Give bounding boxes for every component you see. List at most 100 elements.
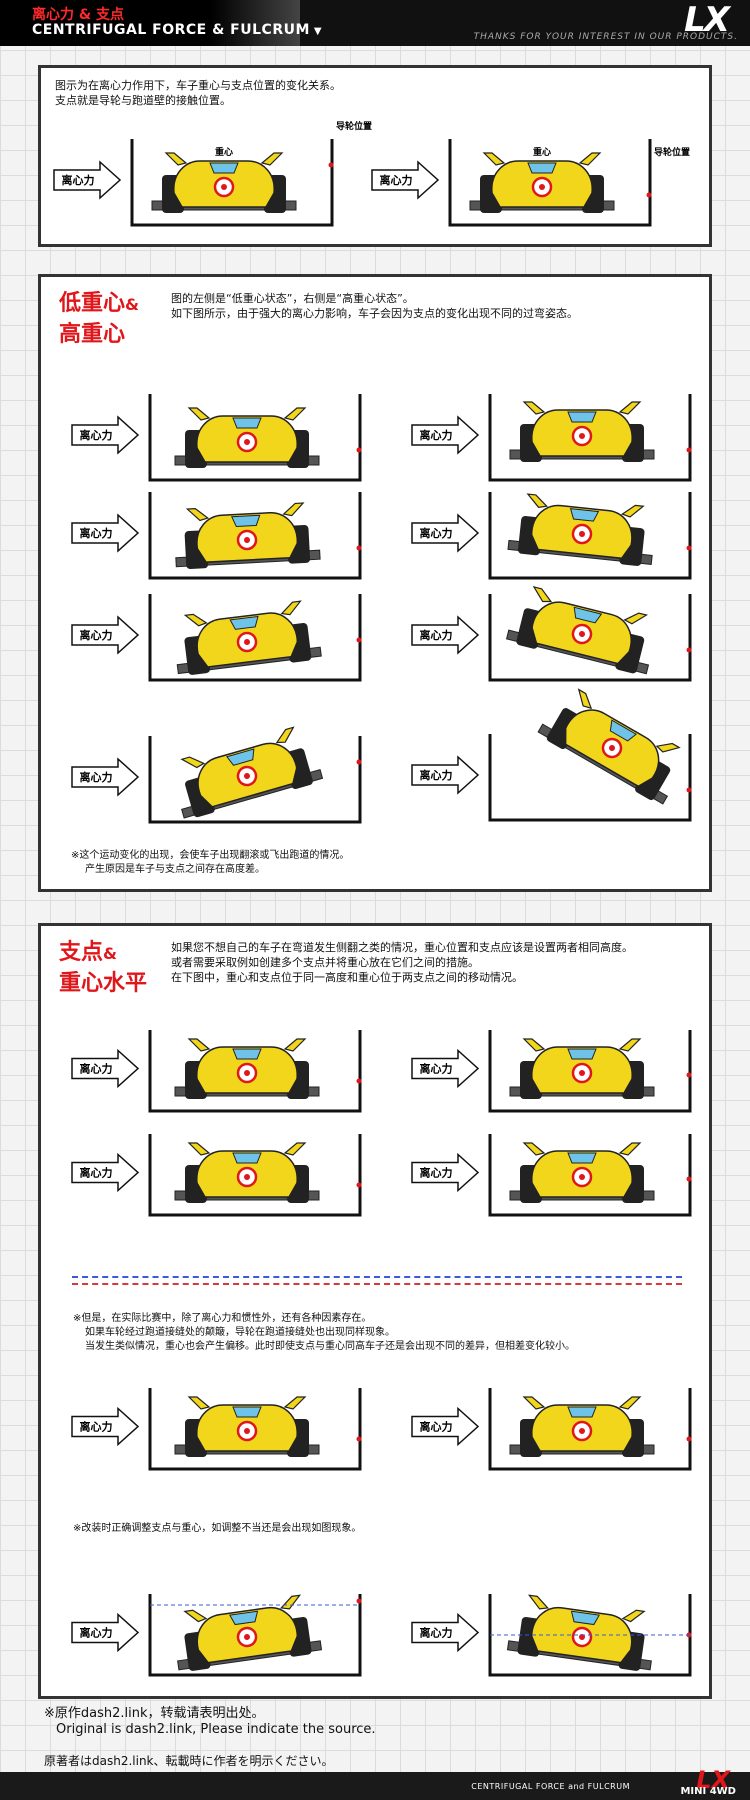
fulcrum-note-3: 当发生类似情况，重心也会产生偏移。此时即使支点与重心同高车子还是会出现不同的差异… [85,1341,575,1352]
centrifugal-diagram: 离心力 [411,688,692,822]
car-canopy [232,417,262,429]
car-wing [185,502,305,522]
force-label: 离心力 [420,1166,453,1180]
force-arrow-icon [411,513,480,553]
centrifugal-diagram: 离心力重心导轮位置 [371,139,690,227]
track-wall [148,394,362,482]
header-gradient [0,0,300,46]
fulcrum-point [356,545,362,551]
force-arrow-icon [371,160,440,200]
force-label: 离心力 [420,1626,453,1640]
force-label: 离心力 [420,1062,453,1076]
car-icon [151,152,297,213]
car-wing [532,586,649,625]
cog-dot [244,537,250,543]
track-wall [488,734,692,822]
fulcrum-point [686,545,692,551]
cog-dot [244,639,250,645]
car-icon [505,586,650,675]
car-canopy [232,1048,262,1060]
bottom-brand-sub: MINI 4WD [680,1786,736,1797]
force-arrow-icon [71,513,140,553]
cog-dot [609,745,615,751]
centrifugal-diagram: 离心力 [71,492,362,580]
car-icon [537,688,681,805]
fulcrum-point [356,637,362,643]
force-arrow-icon [411,1612,480,1653]
car-wing [187,1396,307,1410]
car-canopy [609,719,638,742]
car-canopy [232,1152,262,1164]
bottom-brand-logo: LX [696,1766,730,1794]
car-canopy [229,615,259,630]
force-label: 离心力 [80,526,113,540]
car-wing [482,152,602,166]
cog-dot [244,439,250,445]
fulcrum-point [328,162,334,168]
force-label: 离心力 [80,628,113,642]
title-level: 重心水平 [59,971,148,996]
force-arrow-icon [411,415,480,455]
thanks-text: THANKS FOR YOUR INTEREST IN OUR PRODUCTS… [473,32,738,42]
fulcrum-point [686,787,692,793]
section-intro: 图示为在离心力作用下，车子重心与支点位置的变化关系。 支点就是导轮与跑道壁的接触… [38,65,712,247]
fulcrum-point [356,447,362,453]
car-canopy [230,514,261,528]
track-wall [488,492,692,580]
centrifugal-diagram: 离心力 [71,1594,362,1677]
section-title-cog: 低重心& 高重心 [59,289,139,350]
force-arrow-icon [71,1612,140,1653]
car-icon [507,493,653,566]
cog-dot [244,1428,250,1434]
track-wall [130,139,334,227]
car-wing [187,1038,307,1052]
force-label: 离心力 [380,173,413,187]
car-icon [509,1038,655,1099]
force-label: 离心力 [420,1420,453,1434]
cog-dot [244,1070,250,1076]
force-label: 离心力 [420,526,453,540]
car-canopy [232,1406,262,1418]
title-amp: & [125,295,139,314]
centrifugal-diagram: 离心力 [411,492,692,580]
title-high-cog: 高重心 [59,322,126,347]
track-wall [148,492,362,580]
force-arrow-icon [411,1152,480,1193]
cog-dot [539,184,545,190]
car-wing [183,1594,302,1623]
brand-logo: LX [684,0,730,40]
track-wall [488,1134,692,1217]
car-icon [509,1142,655,1203]
fulcrum-point [356,759,362,765]
cog-dot [244,773,250,779]
centrifugal-diagram: 离心力 [411,586,692,682]
fulcrum-note-2: 如果车轮经过跑道接缝处的颠簸，导轮在跑道接缝处也出现同样现象。 [85,1327,395,1338]
car-icon [469,152,615,213]
dashed-divider [72,1276,682,1285]
cog-dot [244,1634,250,1640]
car-canopy [226,748,255,766]
fulcrum-point [356,1598,362,1604]
cog-note-1: ※这个运动变化的出现，会使车子出现翻滚或飞出跑道的情况。 [71,850,350,861]
footer-line-jp: 原著者はdash2.link、転載時に作者を明示ください。 [44,1754,334,1768]
car-wing [180,726,295,769]
roller-label: 导轮位置 [654,146,690,158]
track-wall [488,1388,692,1471]
force-arrow-icon [411,615,480,655]
cog-dot [221,184,227,190]
header-bar: 离心力 & 支点 CENTRIFUGAL FORCE & FULCRUM▼ LX… [0,0,750,46]
track-wall [148,1388,362,1471]
title-english: CENTRIFUGAL FORCE & FULCRUM▼ [32,22,322,38]
footer-credits: ※原作dash2.link，转载请表明出处。 Original is dash2… [44,1706,376,1738]
fulcrum-point [686,1072,692,1078]
car-canopy [209,162,239,174]
car-icon [175,502,321,570]
cog-dot [579,631,585,637]
centrifugal-diagram: 离心力 [411,1030,692,1113]
fulcrum-note-1: ※但是，在实际比赛中，除了离心力和惯性外，还有各种因素存在。 [73,1313,372,1324]
tire-right [635,759,671,801]
car-canopy [567,1048,597,1060]
car-icon [180,726,324,819]
car-canopy [570,1610,601,1626]
